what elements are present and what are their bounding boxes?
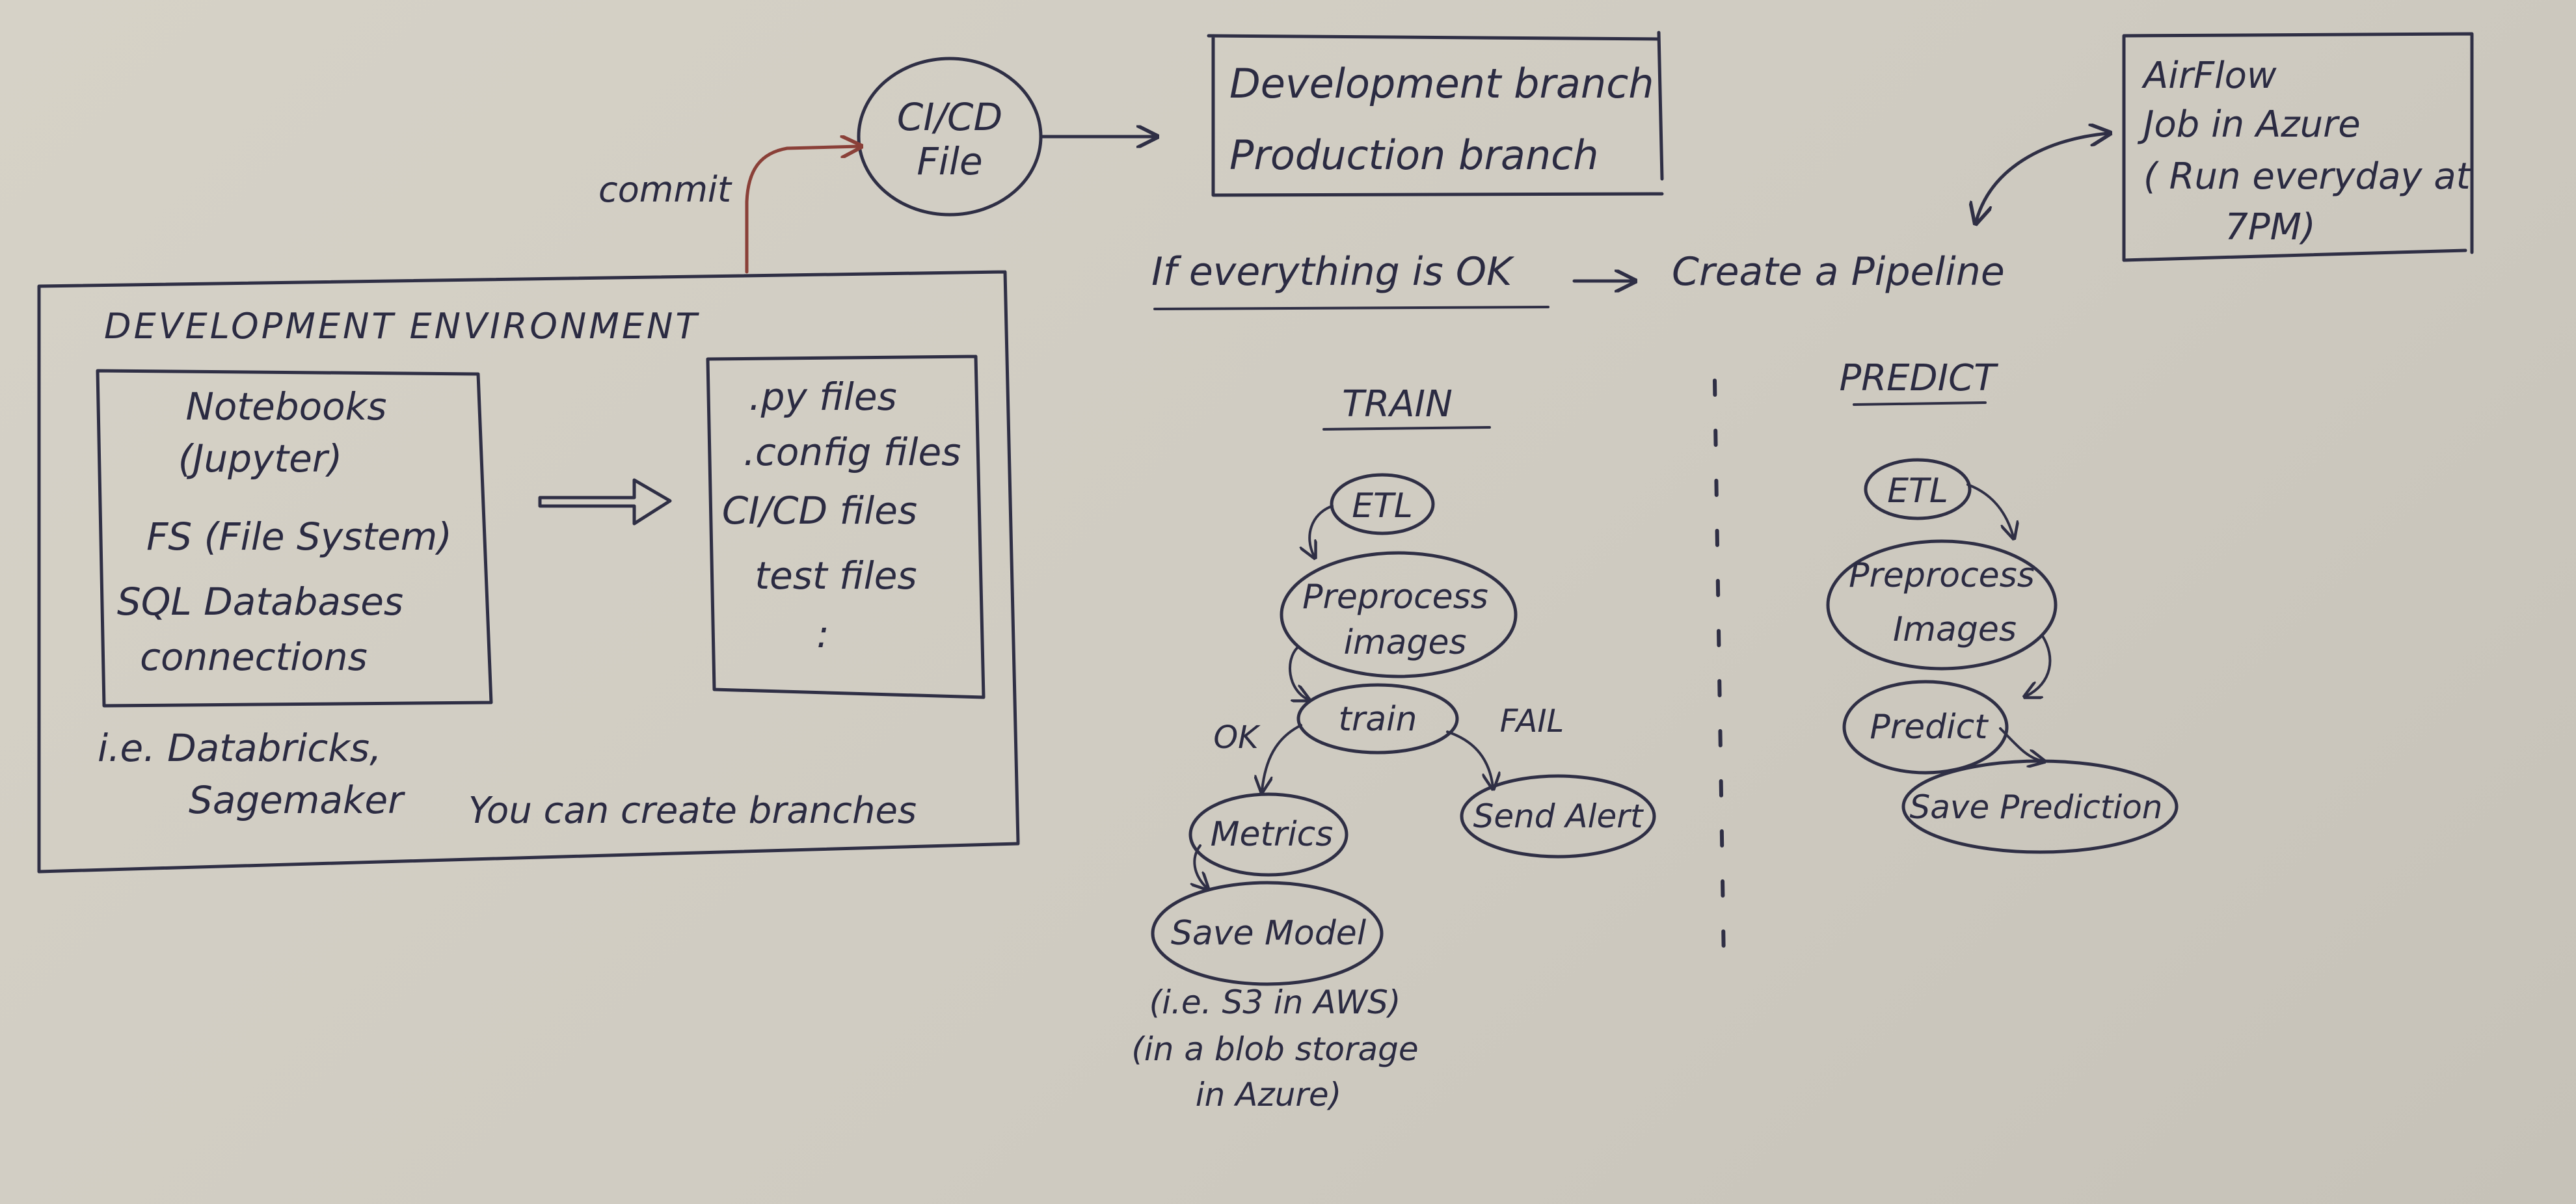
train-title-underline	[1322, 426, 1491, 431]
commit-label: commit	[598, 169, 732, 210]
airflow-line2: Job in Azure	[2137, 103, 2361, 146]
storage-note-0: (i.e. S3 in AWS)	[1149, 983, 1401, 1021]
airflow-line1: AirFlow	[2141, 55, 2277, 97]
tool-line-0: Notebooks	[186, 384, 387, 429]
tools-box	[96, 369, 493, 708]
airflow-pipeline-arrow	[1976, 133, 2108, 221]
airflow-line3: ( Run everyday at	[2143, 155, 2472, 198]
predict-preprocess-node	[1826, 539, 2058, 671]
airflow-line4: 7PM)	[2225, 206, 2316, 248]
condition-underline	[1153, 306, 1550, 310]
tool-line-1: (Jupyter)	[178, 436, 343, 481]
save-prediction-node	[1901, 759, 2179, 854]
commit-arrow	[745, 146, 859, 274]
development-environment-box: DEVELOPMENT ENVIRONMENT Notebooks (Jupyt…	[37, 270, 1020, 874]
predict-preprocess-line1: Images	[1893, 610, 2017, 649]
airflow-box: AirFlow Job in Azure ( Run everyday at 7…	[2122, 32, 2474, 262]
branches-box: Development branch Production branch	[1207, 31, 1664, 197]
ci-cd-file-node: CI/CD File	[857, 57, 1043, 217]
predict-to-save-arrow	[1999, 727, 2043, 761]
save-prediction-label: Save Prediction	[1910, 788, 2163, 826]
file-line-1: .config files	[744, 430, 961, 474]
train-preprocess-line0: Preprocess	[1302, 578, 1488, 617]
save-model-node	[1151, 881, 1384, 986]
predict-etl-node	[1864, 458, 1972, 520]
tool-line-4: connections	[140, 635, 368, 679]
ok-label: OK	[1213, 719, 1261, 756]
file-line-3: test files	[755, 554, 917, 598]
etl-to-preprocess-arrow	[1309, 505, 1334, 556]
ci-cd-subtitle: File	[917, 139, 982, 183]
storage-note-2: in Azure)	[1196, 1076, 1341, 1114]
train-etl-label: ETL	[1352, 487, 1413, 526]
train-node	[1296, 683, 1459, 755]
train-to-metrics-arrow	[1262, 724, 1302, 790]
metrics-to-save-arrow	[1194, 844, 1207, 888]
metrics-node	[1188, 792, 1348, 877]
dev-env-footer: You can create branches	[468, 790, 917, 832]
files-box	[706, 355, 986, 699]
predict-etl-label: ETL	[1887, 472, 1948, 511]
metrics-label: Metrics	[1211, 815, 1334, 854]
pipeline-condition: If everything is OK	[1151, 249, 1515, 295]
file-line-2: CI/CD files	[722, 488, 917, 533]
train-preprocess-line1: images	[1343, 623, 1466, 662]
development-branch-label: Development branch	[1229, 60, 1654, 107]
tool-line-2: FS (File System)	[146, 515, 452, 559]
pipeline-action: Create a Pipeline	[1672, 249, 2005, 295]
predict-title: PREDICT	[1839, 357, 1998, 399]
train-flow: TRAIN ETL Preprocess images train OK FAI…	[1131, 383, 1656, 1114]
train-preprocess-node	[1280, 551, 1518, 678]
tool-line-3: SQL Databases	[117, 580, 403, 624]
train-title: TRAIN	[1342, 383, 1453, 425]
send-alert-node	[1460, 774, 1656, 859]
train-label: train	[1338, 700, 1417, 739]
train-to-alert-arrow	[1446, 730, 1493, 787]
preprocess-to-train-arrow	[1289, 646, 1308, 699]
production-branch-label: Production branch	[1229, 131, 1599, 179]
file-line-0: .py files	[749, 375, 897, 419]
train-predict-divider	[1713, 379, 1726, 965]
dev-env-title: DEVELOPMENT ENVIRONMENT	[104, 306, 699, 347]
storage-note-1: (in a blob storage	[1131, 1030, 1418, 1068]
example-line-1: Sagemaker	[189, 778, 405, 822]
predict-flow: PREDICT ETL Preprocess Images Predict Sa…	[1826, 357, 2179, 854]
example-line-0: i.e. Databricks,	[98, 726, 382, 770]
predict-title-underline	[1853, 401, 1987, 406]
save-model-label: Save Model	[1171, 914, 1367, 953]
file-line-4: :	[816, 612, 829, 656]
pipeline-note: If everything is OK Create a Pipeline	[1151, 249, 2005, 310]
predict-label: Predict	[1870, 708, 1989, 747]
predict-preprocess-line0: Preprocess	[1849, 556, 2035, 595]
ci-cd-title: CI/CD	[897, 95, 1002, 139]
send-alert-label: Send Alert	[1473, 797, 1644, 835]
train-etl-node	[1330, 473, 1435, 535]
preprocess-to-predict-arrow	[2026, 635, 2052, 696]
tools-to-files-arrow	[538, 478, 672, 526]
predict-node	[1842, 680, 2009, 775]
fail-label: FAIL	[1500, 703, 1564, 740]
predict-etl-to-preprocess-arrow	[1966, 483, 2013, 537]
